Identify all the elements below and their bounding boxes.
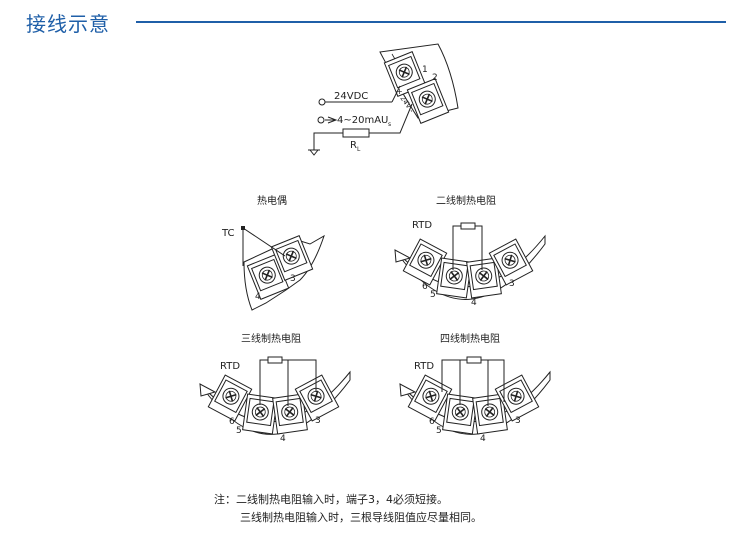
title-rule (136, 21, 726, 23)
terminal-label-5: 5 (436, 426, 442, 436)
terminal-label-5: 5 (236, 426, 242, 436)
rtd-resistor-icon (466, 356, 482, 364)
terminal-label-6: 6 (429, 417, 435, 427)
plus-sign: + (396, 87, 403, 96)
thermocouple-title: 热电偶 (257, 194, 287, 207)
rtd-resistor-icon (460, 222, 476, 230)
terminal-block-5 (437, 258, 472, 298)
rtd-label: RTD (412, 220, 432, 231)
supply-terminal-icon (318, 98, 326, 106)
terminal-label-6: 6 (422, 282, 428, 292)
terminal-label-4: 4 (255, 292, 261, 302)
rtd-label: RTD (414, 361, 434, 372)
four-wire-rtd-diagram: 四线制热电阻 6 5 4 3 RTD (399, 332, 551, 444)
terminal-label-3: 3 (515, 416, 521, 426)
footnote: 注：二线制热电阻输入时，端子3，4必须短接。 三线制热电阻输入时，三根导线阻值应… (214, 491, 482, 527)
voltage-subscript: s (388, 121, 391, 128)
load-subscript: L (357, 146, 361, 153)
current-arrow-icon (327, 116, 338, 124)
supply-label: 24VDC (334, 91, 368, 102)
rtd-label: RTD (220, 361, 240, 372)
load-label: R (350, 140, 357, 151)
note-line-1: 注：二线制热电阻输入时，端子3，4必须短接。 (214, 493, 448, 506)
terminal-label-4: 4 (280, 434, 286, 444)
four-wire-title: 四线制热电阻 (440, 332, 500, 345)
two-wire-rtd-diagram: 二线制热电阻 6 5 4 3 RTD (394, 194, 546, 308)
tc-junction-icon (241, 226, 245, 230)
terminal-label-1: 1 (422, 65, 428, 75)
terminal-label-6: 6 (229, 417, 235, 427)
page-title: 接线示意 (26, 12, 110, 36)
terminal-label-3: 3 (290, 274, 296, 284)
terminal-label-2: 2 (432, 73, 438, 83)
current-label: 4~20mA (337, 115, 381, 126)
output-terminal-icon (317, 116, 325, 124)
two-wire-title: 二线制热电阻 (436, 194, 496, 207)
three-wire-rtd-diagram: 三线制热电阻 6 5 4 3 RTD (199, 332, 351, 444)
terminal-label-5: 5 (430, 290, 436, 300)
rtd-resistor-icon (267, 356, 283, 364)
terminal-label-4: 4 (471, 298, 477, 308)
terminal-label-3: 3 (315, 416, 321, 426)
thermocouple-diagram: 热电偶 4 3 TC (221, 194, 325, 311)
note-line-2: 三线制热电阻输入时，三根导线阻值应尽量相同。 (240, 511, 482, 524)
tc-label: TC (221, 228, 235, 239)
load-resistor-icon (342, 128, 370, 138)
top-wiring-diagram: 1 2 + 24V - 24VDC 4~20mA U s R L (308, 43, 459, 156)
three-wire-title: 三线制热电阻 (241, 332, 301, 345)
terminal-label-3: 3 (509, 279, 515, 289)
voltage-label: U (381, 115, 388, 126)
terminal-label-4: 4 (480, 434, 486, 444)
